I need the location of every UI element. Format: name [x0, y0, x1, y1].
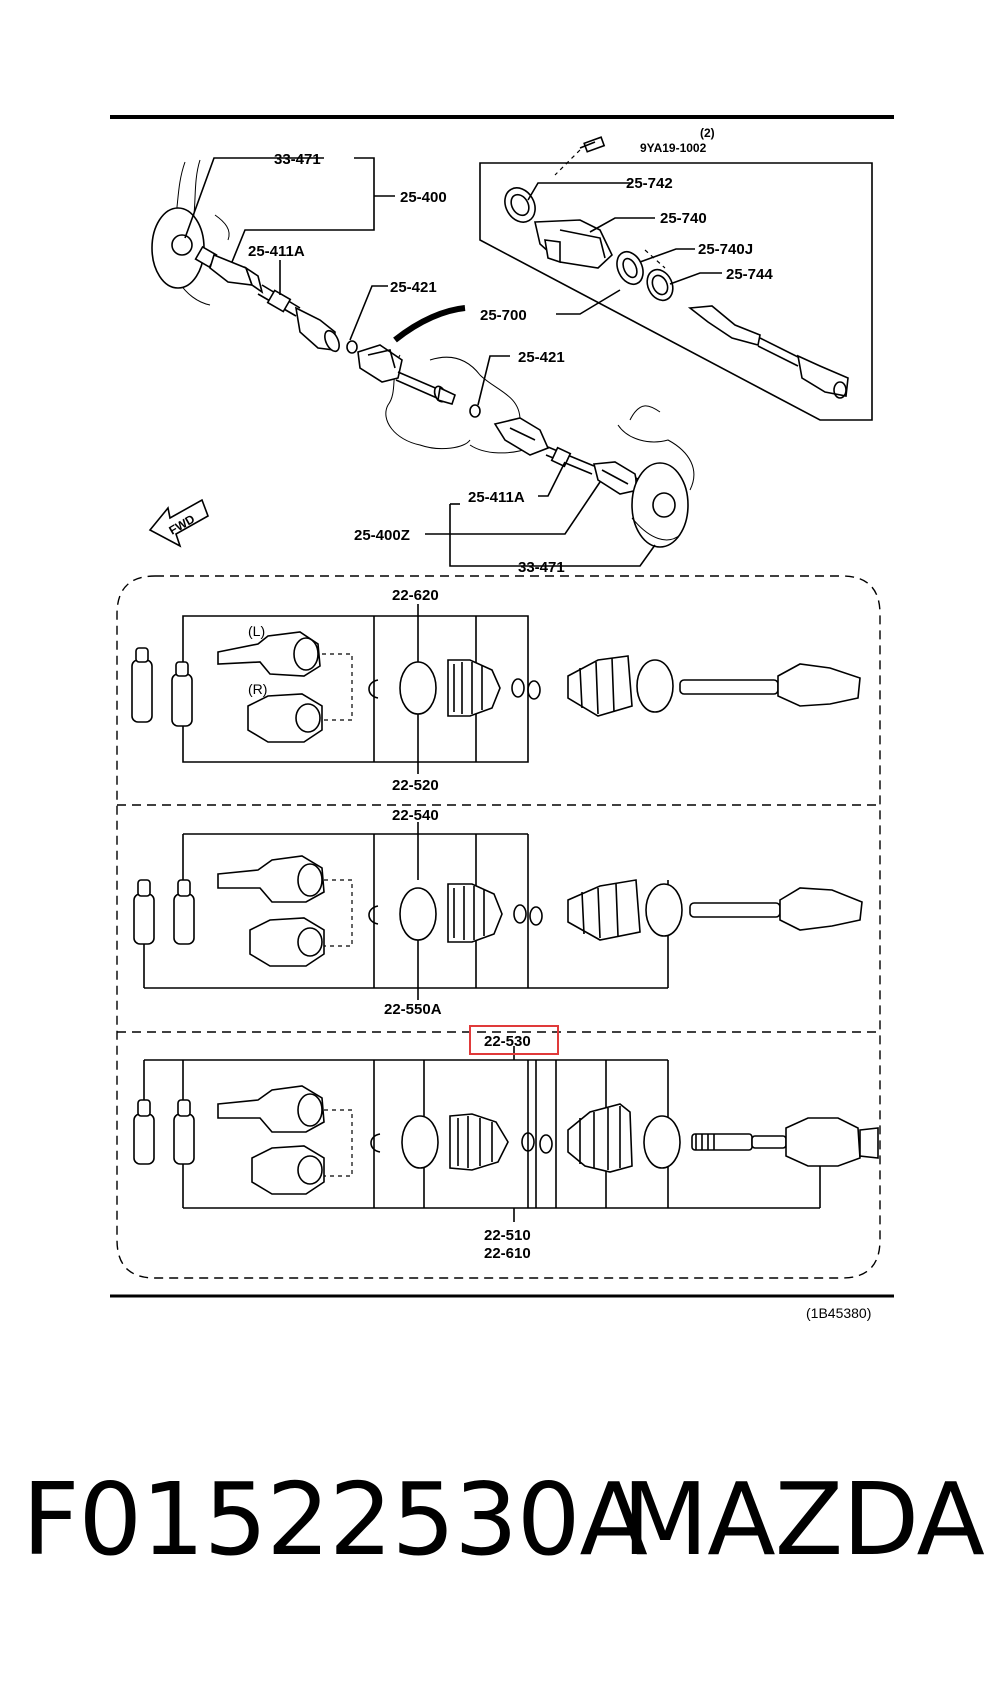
right-drive-shaft — [493, 417, 653, 502]
label-25-700: 25-700 — [480, 307, 527, 324]
caption: F01522530A MAZDA — [0, 1455, 992, 1585]
label-qty-2: (2) — [700, 126, 715, 140]
exploded-view: FWD 33-471 25-400 25-411A 25-421 (2) 9YA… — [148, 126, 873, 576]
forward-arrow: FWD — [148, 498, 209, 548]
label-25-740j: 25-740J — [698, 241, 753, 258]
label-25-744: 25-744 — [726, 266, 773, 283]
variants-container — [116, 575, 881, 1279]
label-22-510: 22-510 — [484, 1227, 531, 1244]
panel1-label-l: (L) — [248, 623, 265, 639]
bracket-assembly-box — [479, 136, 873, 421]
variant-panel-2: 22-540 22-550A — [133, 807, 863, 1018]
left-drive-shaft — [194, 245, 358, 354]
brand-name: MAZDA — [622, 1461, 985, 1578]
label-25-400: 25-400 — [400, 189, 447, 206]
label-22-610: 22-610 — [484, 1245, 531, 1262]
diagram-reference: (1B45380) — [806, 1305, 871, 1321]
highlight-box-22-530 — [469, 1025, 559, 1055]
label-22-520: 22-520 — [392, 777, 439, 794]
label-33-471-upper: 33-471 — [274, 151, 321, 168]
label-22-620: 22-620 — [392, 587, 439, 604]
label-22-530: 22-530 — [484, 1033, 531, 1050]
label-9ya19-1002: 9YA19-1002 — [640, 141, 707, 155]
label-25-411a-lower: 25-411A — [468, 489, 525, 506]
panel1-label-r: (R) — [248, 681, 267, 697]
variant-panel-1: (L) (R) 22-620 22-520 — [131, 587, 861, 794]
label-25-742: 25-742 — [626, 175, 673, 192]
label-25-400z: 25-400Z — [354, 527, 410, 544]
label-25-421-lower: 25-421 — [518, 349, 565, 366]
label-25-411a-upper: 25-411A — [248, 243, 305, 260]
label-25-740: 25-740 — [660, 210, 707, 227]
label-22-550a: 22-550A — [384, 1001, 442, 1018]
part-number: F01522530A — [22, 1461, 648, 1578]
label-33-471-lower: 33-471 — [518, 559, 565, 576]
label-22-540: 22-540 — [392, 807, 439, 824]
variant-panel-3: 22-530 22-510 22-610 — [133, 1025, 879, 1262]
label-25-421-upper: 25-421 — [390, 279, 437, 296]
